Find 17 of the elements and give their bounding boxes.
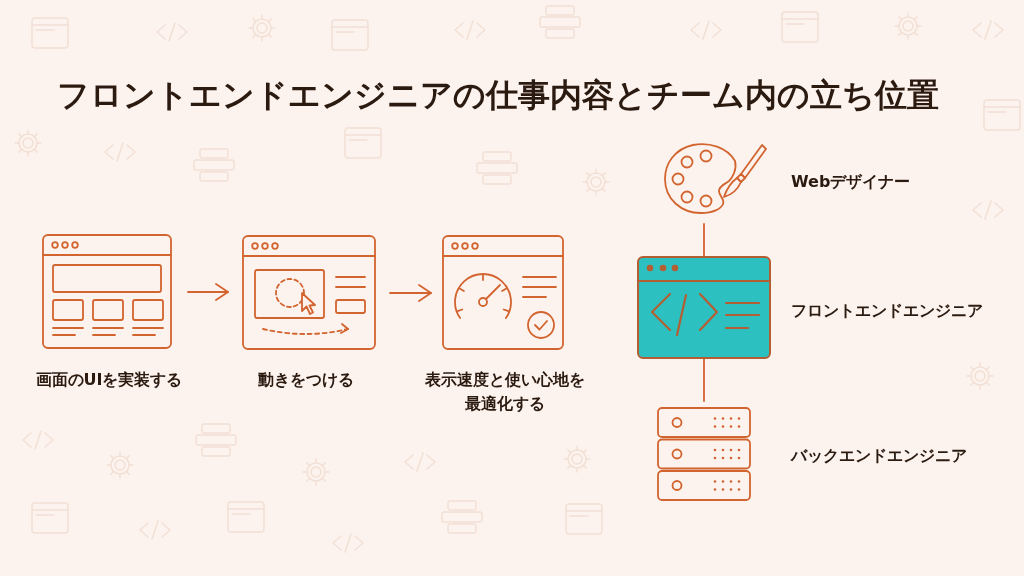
role-label: Webデザイナー (791, 171, 911, 193)
role-label: バックエンドエンジニア (791, 445, 967, 467)
server-stack-icon (657, 407, 751, 502)
title: フロントエンドエンジニアの仕事内容とチーム内の立ち位置 (56, 75, 940, 116)
connector-line (703, 223, 705, 257)
step-label: 表示速度と使い心地を最適化する (424, 369, 586, 415)
palette-icon (662, 140, 768, 216)
step-label: 画面のUIを実装する (35, 369, 183, 391)
step-label: 動きをつける (258, 369, 354, 391)
code-window-icon (637, 256, 771, 359)
browser-animation-icon (242, 235, 376, 350)
arrow (389, 284, 432, 302)
speed-gauge-icon (442, 235, 564, 350)
browser-layout-icon (42, 234, 172, 349)
connector-line (703, 358, 705, 402)
arrow (187, 283, 229, 301)
role-label: フロントエンドエンジニア (791, 300, 983, 322)
